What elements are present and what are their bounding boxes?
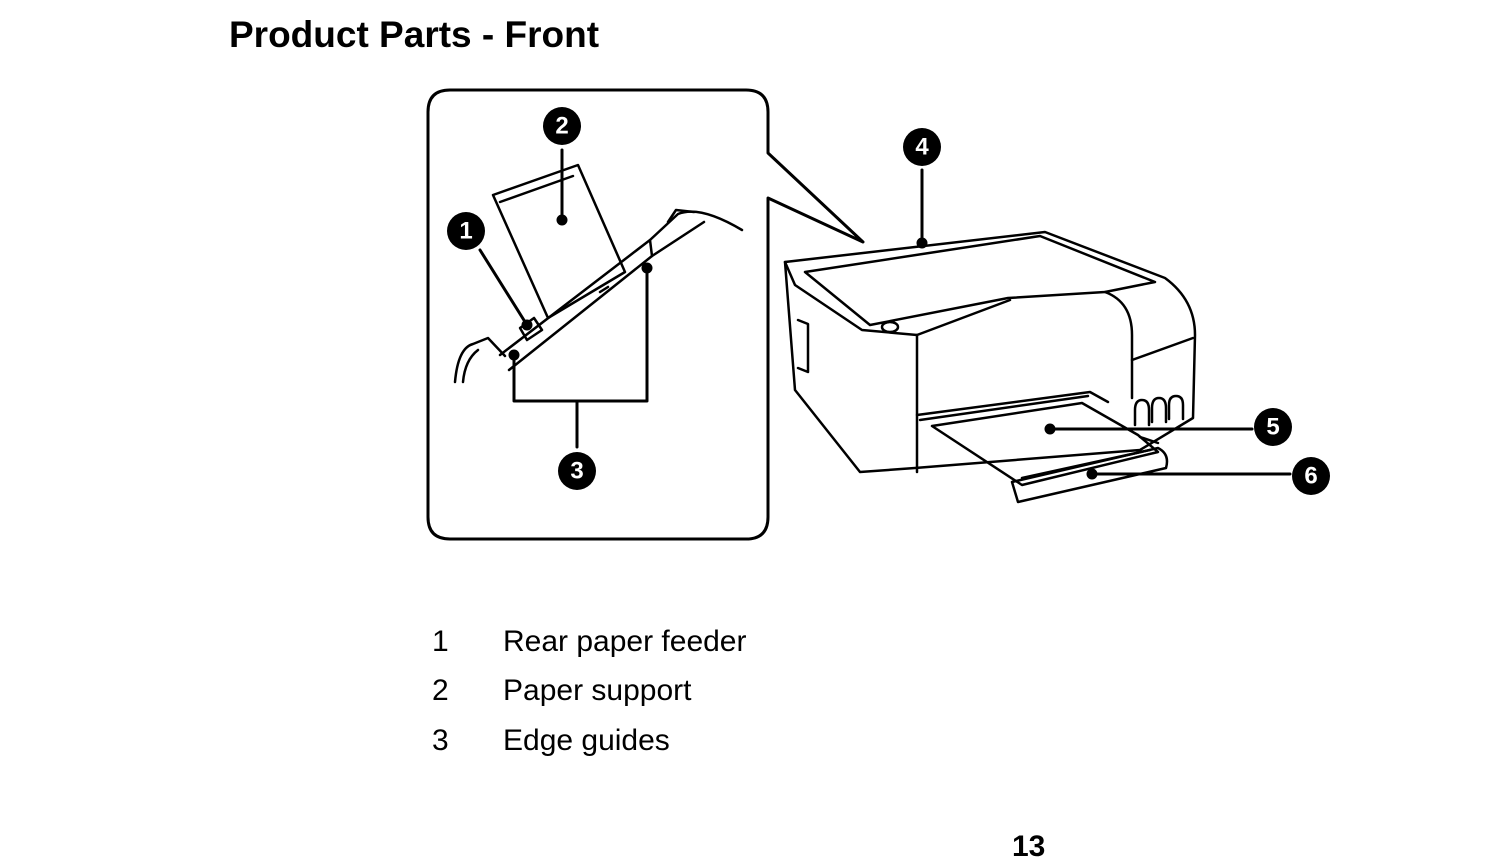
legend-item-number: 3 — [432, 723, 449, 757]
inset-frame — [426, 88, 865, 541]
legend-item-number: 1 — [432, 624, 449, 658]
callout-1: 1 — [447, 212, 485, 250]
printer-outline — [783, 230, 1197, 474]
ink-tanks — [1133, 394, 1185, 427]
callout-2: 2 — [543, 107, 581, 145]
svg-text:6: 6 — [1304, 462, 1317, 489]
printer-body — [783, 230, 1197, 504]
legend-item-label: Paper support — [503, 674, 692, 708]
svg-text:1: 1 — [459, 217, 472, 244]
svg-text:3: 3 — [570, 457, 583, 484]
output-slot — [915, 390, 1110, 417]
legend-item-label: Edge guides — [503, 723, 670, 757]
page-title: Product Parts - Front — [229, 14, 600, 55]
legend-item: 3 Edge guides — [432, 716, 747, 766]
svg-text:2: 2 — [555, 112, 568, 139]
callout-4: 4 — [903, 128, 941, 166]
svg-text:5: 5 — [1266, 413, 1279, 440]
tray-extension — [1010, 446, 1169, 504]
feeder-body — [498, 210, 744, 357]
callout-5: 5 — [1254, 408, 1292, 446]
manual-page: Product Parts - Front — [229, 14, 1330, 863]
legend-item: 1 Rear paper feeder — [432, 617, 747, 667]
printer-front-illustration: 1 2 3 4 5 6 — [426, 88, 1330, 541]
legend-item: 2 Paper support — [432, 667, 747, 717]
legend-item-label: Rear paper feeder — [503, 624, 747, 658]
callout-3: 3 — [558, 452, 596, 490]
rear-feeder-detail — [453, 163, 744, 384]
paper-support-panel — [491, 163, 627, 320]
output-tray — [930, 401, 1160, 487]
control-button — [880, 320, 900, 334]
callout-6: 6 — [1292, 457, 1330, 495]
svg-text:4: 4 — [915, 133, 929, 160]
parts-legend: 1 Rear paper feeder 2 Paper support 3 Ed… — [432, 617, 747, 766]
legend-item-number: 2 — [432, 674, 449, 708]
page-number: 13 — [1012, 830, 1046, 863]
